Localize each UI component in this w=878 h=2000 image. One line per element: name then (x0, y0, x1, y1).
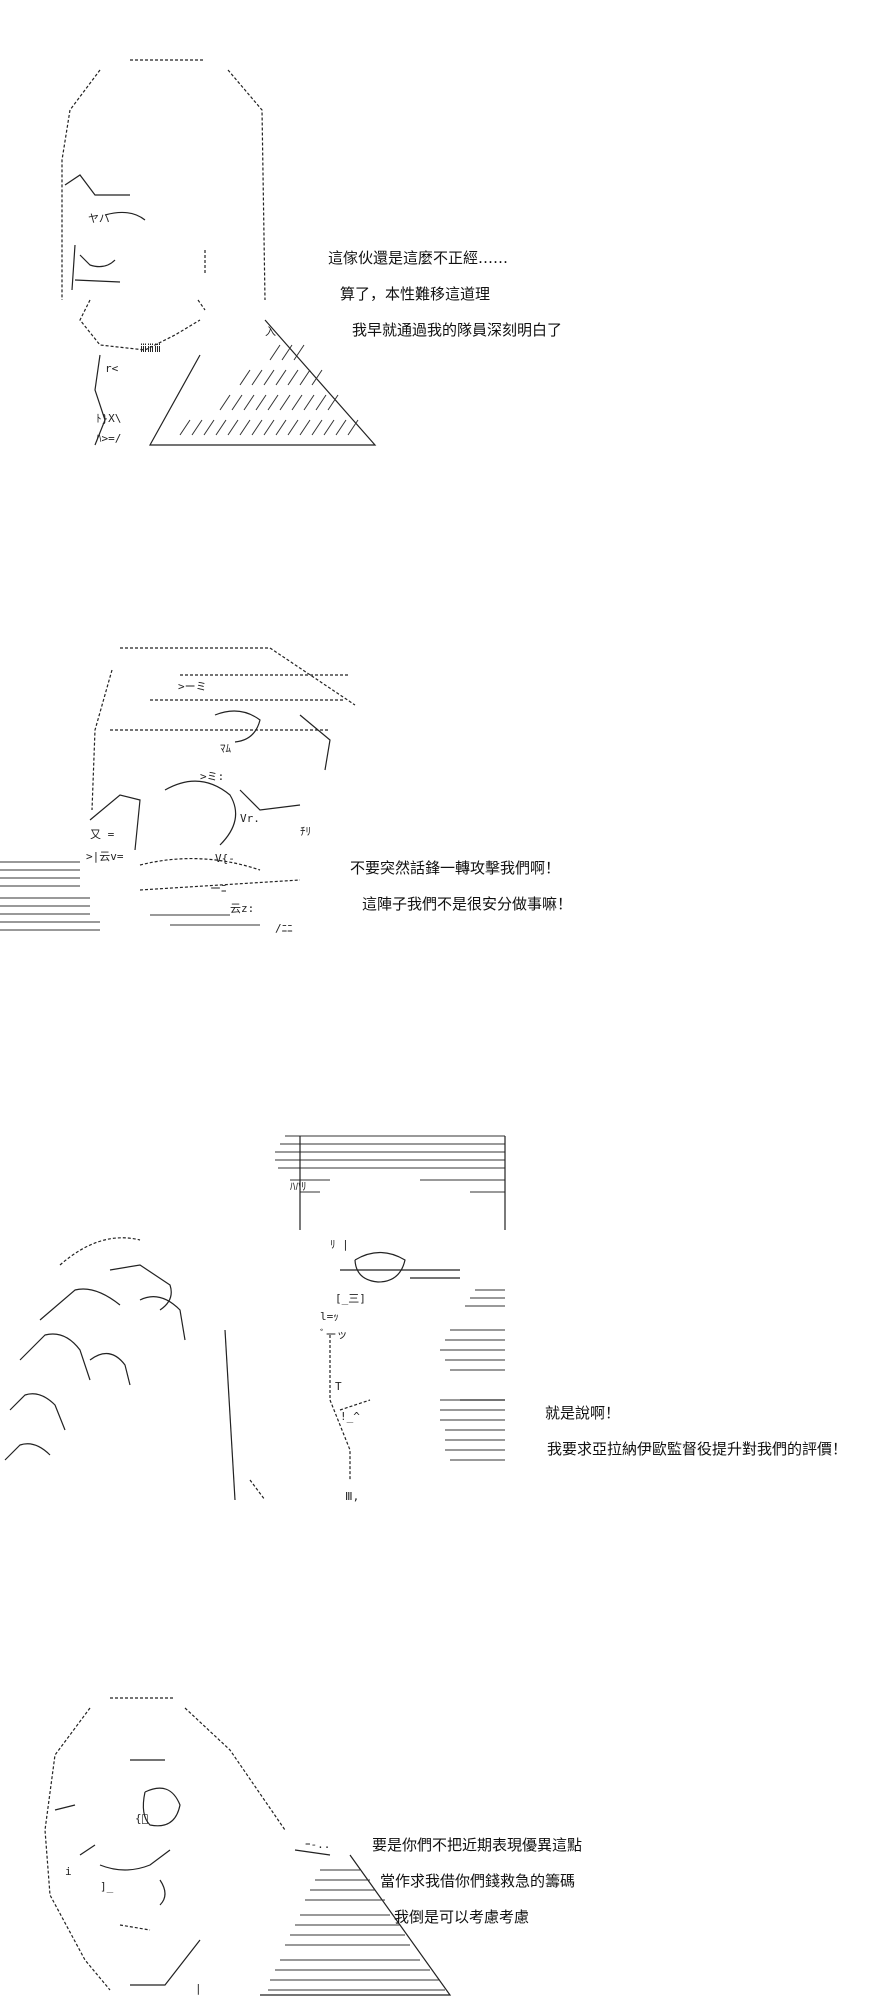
svg-text:ﾁﾘ: ﾁﾘ (300, 825, 311, 838)
dialogue-panel-1: 這傢伙還是這麼不正經…… 算了，本性難移這道理 我早就通過我的隊員深刻明白了 (328, 248, 562, 340)
svg-text:又 =: 又 = (90, 828, 115, 841)
svg-text:l=ｯ: l=ｯ (320, 1310, 339, 1323)
svg-text:|: | (195, 1982, 202, 1995)
dialogue-line: 不要突然話鋒一轉攻擊我們啊！ (350, 859, 561, 877)
svg-text:ーﾆ: ーﾆ (210, 882, 227, 895)
panel-4: {ﾞ i ]_ ｰ-.. | 要是你們不把近期表現優異這點 當作求我借你們錢救急… (0, 1680, 878, 2000)
svg-text:>ミ:: >ミ: (200, 770, 224, 783)
svg-text:云z:: 云z: (230, 902, 254, 915)
svg-text:[_三]: [_三] (335, 1292, 366, 1305)
dialogue-line: 我早就通過我的隊員深刻明白了 (352, 321, 563, 339)
panel-1: ヤハ r< ﾄ}X\ ﾊ>=/ 入 ⅲⅲⅲ 這傢伙還是這麼不正經…… 算了，本性… (0, 0, 878, 470)
dialogue-line: 當作求我借你們錢救急的籌碼 (380, 1872, 576, 1890)
svg-text:入: 入 (265, 325, 276, 338)
dialogue-panel-3: 就是說啊！ 我要求亞拉納伊歐監督役提升對我們的評價！ (545, 1403, 847, 1459)
bald-man-glasses-ascii-art: {ﾞ i ]_ ｰ-.. | (0, 1680, 460, 2000)
svg-text:]_: ]_ (100, 1880, 114, 1893)
svg-text:>ーミ: >ーミ (178, 680, 207, 693)
svg-text:Ⅲ,: Ⅲ, (345, 1490, 359, 1503)
dialogue-line: 就是說啊！ (545, 1404, 621, 1422)
svg-text:ﾏﾑ: ﾏﾑ (220, 742, 231, 755)
svg-text:ﾄ}X\: ﾄ}X\ (96, 412, 121, 425)
svg-text:>|云v=: >|云v= (86, 850, 124, 863)
svg-text:T: T (335, 1380, 342, 1393)
svg-text:ヤハ: ヤハ (88, 212, 110, 225)
svg-text:ｰ-..: ｰ-.. (305, 1838, 330, 1851)
dialogue-panel-4: 要是你們不把近期表現優異這點 當作求我借你們錢救急的籌碼 我倒是可以考慮考慮 (372, 1835, 582, 1927)
svg-text:Vr.: Vr. (240, 812, 260, 825)
svg-text:ﾊﾊﾘ: ﾊﾊﾘ (290, 1180, 307, 1193)
dialogue-panel-2: 不要突然話鋒一轉攻擊我們啊！ 這陣子我們不是很安分做事嘛！ (350, 858, 572, 914)
dialogue-line: 要是你們不把近期表現優異這點 (372, 1836, 583, 1854)
dialogue-line: 這陣子我們不是很安分做事嘛！ (362, 895, 573, 913)
svg-text:ﾘ |: ﾘ | (330, 1238, 349, 1251)
dialogue-line: 算了，本性難移這道理 (340, 285, 491, 303)
panel-2: >ーミ ﾏﾑ >ミ: 又 = >|云v= V{- Vr. ﾁﾘ ーﾆ 云z: /… (0, 630, 878, 950)
svg-text:ﾞーッ: ﾞーッ (320, 1328, 348, 1341)
svg-text:i: i (65, 1865, 72, 1878)
svg-text:r<: r< (105, 362, 119, 375)
bald-man-ascii-art: ヤハ r< ﾄ}X\ ﾊ>=/ 入 ⅲⅲⅲ (0, 0, 420, 470)
dialogue-line: 我倒是可以考慮考慮 (394, 1908, 530, 1926)
fist-and-character-ascii-art: ﾊﾊﾘ ﾘ | [_三] l=ｯ ﾞーッ T !_^ Ⅲ, (0, 1120, 520, 1520)
svg-text:ⅲⅲⅲ: ⅲⅲⅲ (140, 342, 161, 355)
svg-text:/ﾆﾆ: /ﾆﾆ (275, 922, 293, 935)
svg-text:!_^: !_^ (340, 1410, 360, 1423)
svg-text:{ﾞ: {ﾞ (135, 1812, 148, 1825)
dialogue-line: 這傢伙還是這麼不正經…… (328, 249, 509, 267)
dialogue-line: 我要求亞拉納伊歐監督役提升對我們的評價！ (547, 1440, 848, 1458)
group-ascii-art: >ーミ ﾏﾑ >ミ: 又 = >|云v= V{- Vr. ﾁﾘ ーﾆ 云z: /… (0, 630, 360, 950)
svg-text:V{-: V{- (215, 852, 235, 865)
svg-text:ﾊ>=/: ﾊ>=/ (96, 432, 121, 445)
panel-3: ﾊﾊﾘ ﾘ | [_三] l=ｯ ﾞーッ T !_^ Ⅲ, 就是說啊！ 我要求亞… (0, 1120, 878, 1520)
